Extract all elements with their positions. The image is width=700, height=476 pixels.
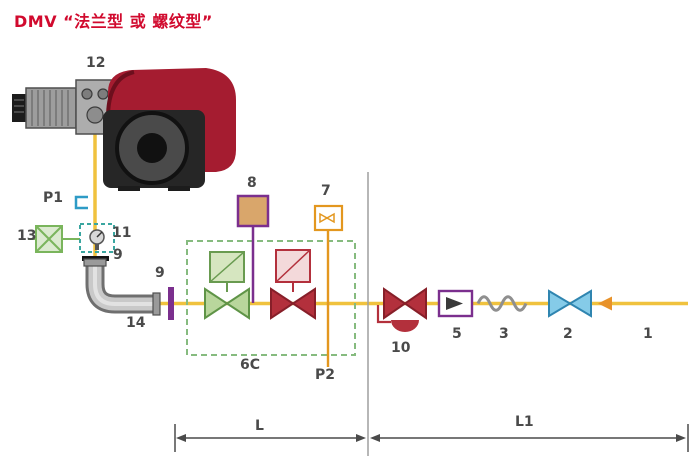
- label-actuator-8: 8: [247, 175, 257, 191]
- label-pipe-1: 1: [643, 326, 653, 342]
- burner-unit: [12, 68, 236, 191]
- label-switch-7: 7: [321, 183, 331, 199]
- label-valve-13: 13: [17, 228, 37, 244]
- label-dim-l1: L1: [515, 414, 534, 430]
- burner-plug: [12, 94, 26, 122]
- valve-red-icon: [270, 249, 316, 320]
- label-gauge-11: 11: [112, 225, 132, 241]
- label-burner-12: 12: [86, 55, 106, 71]
- label-p2: P2: [315, 367, 336, 383]
- burner-body-red: [108, 68, 236, 172]
- valve-green-icon: [204, 251, 250, 320]
- p1-tap-icon: [74, 195, 88, 210]
- label-group-6c: 6C: [240, 357, 261, 373]
- gauge-11-icon: [79, 223, 115, 253]
- flow-arrow-icon: [598, 296, 612, 311]
- label-flange-9-left: 9: [155, 265, 165, 281]
- flange-9-left: [168, 287, 174, 320]
- valve-13-icon: [28, 225, 80, 253]
- valve-2-icon: [548, 289, 592, 318]
- label-flange-9-top: 9: [113, 247, 123, 263]
- label-dim-l: L: [255, 418, 264, 434]
- elbow-14-icon: [83, 258, 161, 316]
- switch-7-icon: [313, 204, 344, 232]
- label-p1: P1: [43, 190, 64, 206]
- label-elbow-14: 14: [126, 315, 146, 331]
- hose-3-icon: [476, 295, 528, 312]
- valve-10-icon: [376, 287, 427, 332]
- actuator-8-icon: [236, 194, 270, 228]
- label-hose-3: 3: [499, 326, 509, 342]
- group-6c-box: [186, 240, 356, 356]
- dimension-arrowheads: [176, 434, 686, 442]
- meter-5-icon: [437, 289, 474, 318]
- label-meter-5: 5: [452, 326, 462, 342]
- label-valve-10: 10: [391, 340, 411, 356]
- label-valve-2: 2: [563, 326, 573, 342]
- diagram-title: DMV “法兰型 或 螺纹型”: [14, 12, 213, 31]
- dimension-lines: [174, 424, 689, 452]
